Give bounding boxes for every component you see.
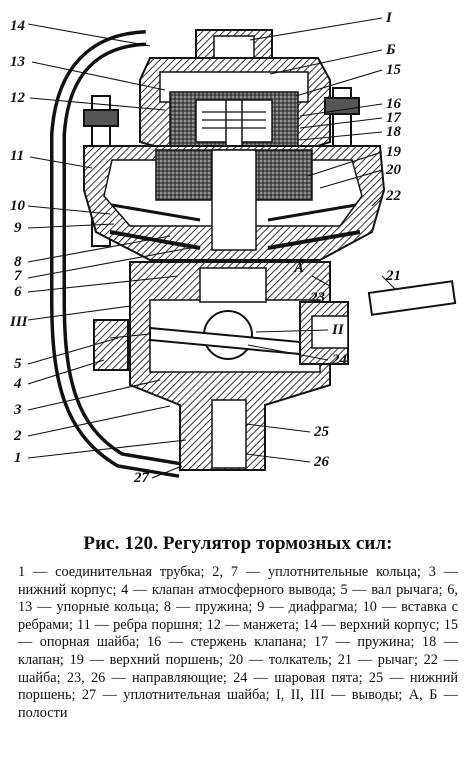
connecting-tube bbox=[50, 30, 182, 478]
outlet-I-fitting bbox=[195, 29, 273, 65]
part-label-21: 21 bbox=[385, 268, 401, 284]
part-label-27: 27 bbox=[133, 470, 150, 486]
part-label-26: 26 bbox=[313, 454, 330, 470]
part-label-8: 8 bbox=[14, 254, 22, 270]
part-label-22: 22 bbox=[385, 188, 402, 204]
part-label-9: 9 bbox=[14, 220, 22, 236]
part-label-20: 20 bbox=[385, 162, 402, 178]
part-label-25: 25 bbox=[313, 424, 330, 440]
part-label-23: 23 bbox=[309, 290, 326, 306]
part-label-10: 10 bbox=[10, 198, 26, 214]
atmospheric-valve bbox=[93, 319, 129, 371]
part-label-14: 14 bbox=[10, 18, 26, 34]
part-label-12: 12 bbox=[10, 90, 26, 106]
regulator-cross-section-figure: 14 13 12 11 10 9 8 7 6 III 5 4 3 2 1 27 … bbox=[9, 10, 457, 486]
part-label-18: 18 bbox=[386, 124, 402, 140]
outlet-label-III: III bbox=[9, 314, 29, 330]
outlet-II-fitting bbox=[299, 301, 349, 365]
part-label-17: 17 bbox=[386, 110, 402, 126]
part-label-24: 24 bbox=[331, 352, 348, 368]
part-labels: 14 13 12 11 10 9 8 7 6 III 5 4 3 2 1 27 … bbox=[9, 10, 402, 486]
part-label-5: 5 bbox=[14, 356, 22, 372]
part-label-16: 16 bbox=[386, 96, 402, 112]
part-label-19: 19 bbox=[386, 144, 402, 160]
part-label-13: 13 bbox=[10, 54, 26, 70]
part-label-1: 1 bbox=[14, 450, 22, 466]
outlet-label-II: II bbox=[331, 322, 345, 338]
caption-title: Рис. 120. Регулятор тормозных сил: bbox=[83, 533, 393, 554]
piston-body bbox=[83, 145, 386, 261]
leader-lines bbox=[27, 17, 397, 479]
part-label-7: 7 bbox=[14, 268, 22, 284]
part-label-15: 15 bbox=[386, 62, 402, 78]
caption-legend: 1 — соединительная трубка; 2, 7 — уплотн… bbox=[18, 564, 458, 721]
outlet-label-I: I bbox=[385, 10, 393, 26]
part-label-11: 11 bbox=[10, 148, 24, 164]
part-label-4: 4 bbox=[13, 376, 22, 392]
cavity-label-A: A bbox=[293, 260, 304, 276]
lever-rod bbox=[367, 280, 457, 316]
cavity-label-B: Б bbox=[385, 42, 396, 58]
part-label-6: 6 bbox=[14, 284, 22, 300]
figure-caption: Рис. 120. Регулятор тормозных сил: 1 — с… bbox=[18, 533, 458, 722]
lower-housing bbox=[129, 261, 331, 471]
part-label-2: 2 bbox=[13, 428, 22, 444]
part-label-3: 3 bbox=[13, 402, 22, 418]
